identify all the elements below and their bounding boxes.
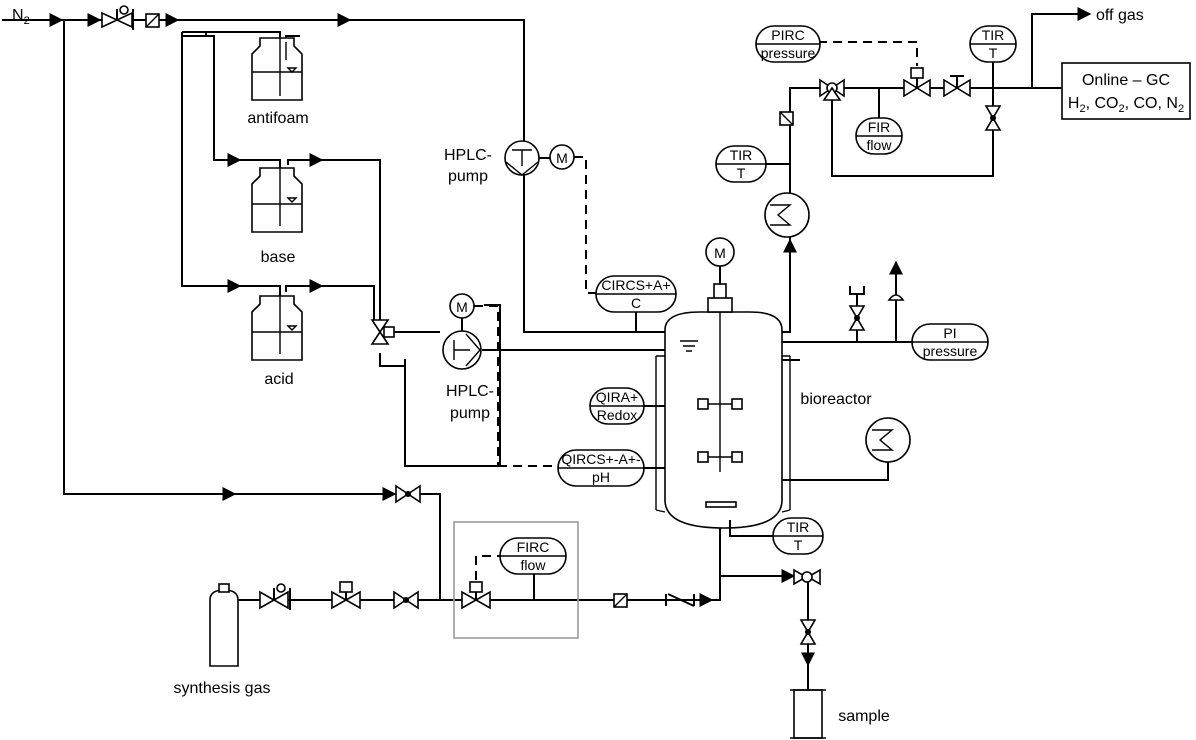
svg-text:pump: pump bbox=[448, 168, 488, 185]
svg-text:pressure: pressure bbox=[923, 343, 978, 359]
svg-text:TIR: TIR bbox=[787, 519, 810, 535]
instrument-pirc[interactable]: PIRC pressure bbox=[755, 25, 821, 63]
n2-filter bbox=[145, 13, 160, 28]
svg-text:CIRCS+A+: CIRCS+A+ bbox=[601, 277, 670, 293]
svg-text:T: T bbox=[794, 537, 803, 553]
acid-bottle: acid bbox=[251, 292, 303, 388]
instrument-fir[interactable]: FIR flow bbox=[855, 88, 903, 155]
gc-bypass-valve[interactable] bbox=[984, 105, 1002, 131]
svg-text:pressure: pressure bbox=[761, 45, 816, 61]
firc-control-valve[interactable] bbox=[461, 581, 491, 610]
reactor-vent-valve[interactable] bbox=[848, 286, 866, 331]
sample-ball-valve[interactable] bbox=[799, 619, 817, 645]
rupture-disc bbox=[887, 294, 905, 301]
n2-ball-valve[interactable] bbox=[395, 484, 421, 504]
instrument-pi[interactable]: PI pressure bbox=[911, 323, 989, 361]
svg-text:pump: pump bbox=[450, 405, 490, 422]
base-label: base bbox=[261, 249, 296, 266]
svg-text:Redox: Redox bbox=[597, 407, 637, 423]
syngas-regulator-valve[interactable] bbox=[259, 583, 291, 610]
svg-text:HPLC-: HPLC- bbox=[446, 383, 494, 400]
sample-vessel: sample bbox=[790, 689, 890, 739]
instrument-tir-reactor[interactable]: TIR T bbox=[772, 517, 824, 555]
synthesis-gas-cylinder: synthesis gas bbox=[174, 583, 271, 697]
synthesis-gas-label: synthesis gas bbox=[174, 680, 271, 697]
off-gas-manual-valve[interactable] bbox=[943, 75, 971, 98]
base-bottle: base bbox=[251, 164, 303, 266]
svg-text:pH: pH bbox=[592, 469, 610, 485]
svg-text:TIR: TIR bbox=[982, 27, 1005, 43]
svg-text:flow: flow bbox=[521, 557, 547, 573]
n2-regulator-valve[interactable] bbox=[101, 5, 134, 30]
check-valve bbox=[665, 593, 695, 607]
svg-text:QIRA+: QIRA+ bbox=[596, 389, 638, 405]
svg-text:M: M bbox=[556, 150, 568, 166]
svg-text:HPLC-: HPLC- bbox=[444, 147, 492, 164]
n2-supply: N2 bbox=[2, 5, 441, 600]
bioreactor-vessel: bioreactor bbox=[655, 311, 872, 529]
svg-text:TIR: TIR bbox=[730, 147, 753, 163]
svg-text:M: M bbox=[714, 245, 726, 261]
syngas-ball-valve[interactable] bbox=[393, 590, 419, 610]
svg-text:FIR: FIR bbox=[868, 119, 891, 135]
instrument-qircs[interactable]: QIRCS+-A+- pH bbox=[557, 449, 665, 487]
svg-text:QIRCS+-A+-: QIRCS+-A+- bbox=[561, 451, 641, 467]
svg-text:PIRC: PIRC bbox=[771, 27, 804, 43]
mass-flow-controller-box bbox=[453, 521, 579, 639]
reactor-heat-exchanger bbox=[865, 417, 911, 463]
instrument-firc[interactable]: FIRC flow bbox=[499, 537, 567, 575]
off-gas-label: off gas bbox=[1096, 7, 1144, 24]
svg-text:C: C bbox=[631, 295, 641, 311]
off-gas-lines bbox=[782, 7, 1092, 481]
svg-text:flow: flow bbox=[867, 137, 893, 153]
antifoam-label: antifoam bbox=[247, 110, 308, 127]
off-gas-condenser bbox=[764, 192, 810, 238]
n2-label: N2 bbox=[12, 7, 30, 27]
off-gas-filter bbox=[779, 111, 794, 126]
syngas-solenoid-valve[interactable] bbox=[331, 581, 361, 610]
instrument-tir-condenser[interactable]: TIR T bbox=[715, 145, 790, 183]
instrument-tir-offgas[interactable]: TIR T bbox=[969, 25, 1017, 106]
syngas-filter bbox=[613, 593, 628, 608]
hplc-pump-1[interactable]: M HPLC- pump bbox=[444, 140, 575, 185]
gc-analyzer-box: Online – GC H2, CO2, CO, N2 bbox=[1061, 62, 1191, 120]
stirrer-motor[interactable]: M bbox=[705, 237, 735, 313]
antifoam-bottle: antifoam bbox=[247, 36, 309, 127]
off-gas-three-way-valve[interactable] bbox=[819, 78, 845, 101]
sample-label: sample bbox=[838, 708, 890, 725]
gc-gases: H2, CO2, CO, N2 bbox=[1068, 95, 1184, 115]
instrument-qira[interactable]: QIRA+ Redox bbox=[589, 387, 665, 425]
svg-text:PI: PI bbox=[943, 325, 956, 341]
pressure-control-valve[interactable] bbox=[903, 67, 931, 98]
svg-text:FIRC: FIRC bbox=[517, 539, 550, 555]
svg-text:T: T bbox=[989, 45, 998, 61]
svg-text:M: M bbox=[456, 299, 468, 315]
instrument-circs[interactable]: CIRCS+A+ C bbox=[595, 275, 677, 332]
gc-title: Online – GC bbox=[1082, 72, 1170, 89]
hplc-pump-2[interactable]: M HPLC- pump bbox=[442, 293, 494, 422]
sample-three-way-valve[interactable] bbox=[793, 568, 821, 586]
svg-text:T: T bbox=[737, 165, 746, 181]
bioreactor-label: bioreactor bbox=[800, 391, 872, 408]
acid-base-three-way-valve[interactable] bbox=[370, 319, 395, 345]
acid-label: acid bbox=[264, 371, 293, 388]
